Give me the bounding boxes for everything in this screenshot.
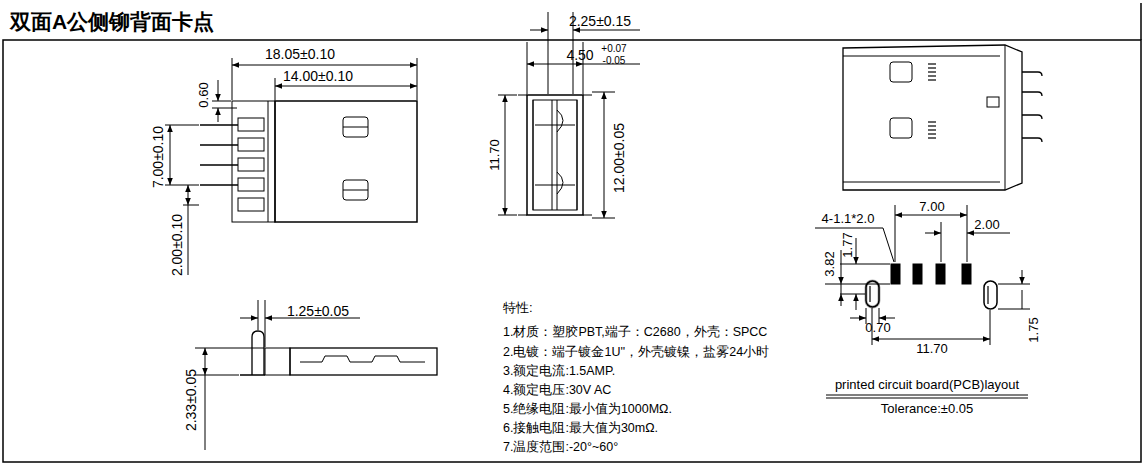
dimension-label: 3.82	[823, 251, 838, 276]
drawing-title: 双面A公侧铆背面卡点	[10, 10, 214, 34]
dimension-label: 0.60	[197, 82, 212, 107]
spec-note: 特性:	[503, 301, 533, 316]
dimension-label: 0.70	[865, 321, 890, 336]
dimension-label: 7.00	[919, 200, 944, 215]
dimension-label: 2.00	[974, 218, 999, 233]
dimension-label: 11.70	[916, 342, 948, 357]
dimension-label: 18.05±0.10	[265, 46, 335, 62]
dimension-label: +0.07	[601, 43, 626, 55]
dimension-label: 14.00±0.10	[283, 68, 353, 84]
dimension-label: 12.00±0.05	[611, 123, 627, 193]
dimension-label: 7.00±0.10	[150, 126, 166, 188]
pcb-caption: Tolerance:±0.05	[881, 402, 973, 417]
spec-note: 6.接触电阻:最大值为30mΩ.	[503, 421, 658, 435]
dimension-label: 2.25±0.15	[569, 13, 631, 29]
spec-note: 7.温度范围:-20°~60°	[503, 440, 618, 454]
spec-note: 4.额定电压:30V AC	[503, 383, 611, 397]
dimension-label: 1.25±0.05	[287, 303, 349, 319]
dimension-label: 1.77	[841, 232, 856, 257]
dimension-label: 4.50	[566, 47, 593, 63]
dimension-label: 1.75	[1027, 317, 1042, 342]
dimension-label: -0.05	[603, 55, 626, 67]
dimension-label: 11.70	[488, 139, 503, 171]
dimension-label: 4-1.1*2.0	[822, 212, 875, 227]
spec-note: 1.材质：塑胶PBT,端子：C2680，外壳：SPCC	[503, 325, 767, 339]
spec-note: 3.额定电流:1.5AMP.	[503, 364, 615, 378]
pcb-caption: printed circuit board(PCB)layout	[835, 378, 1019, 393]
dimension-label: 2.33±0.05	[183, 369, 199, 431]
dimension-label: 2.00±0.10	[169, 214, 185, 276]
spec-note: 5.绝缘电阻:最小值为1000MΩ.	[503, 402, 672, 416]
spec-note: 2.电镀：端子镀金1U''，外壳镀镍，盐雾24小时	[503, 345, 769, 359]
